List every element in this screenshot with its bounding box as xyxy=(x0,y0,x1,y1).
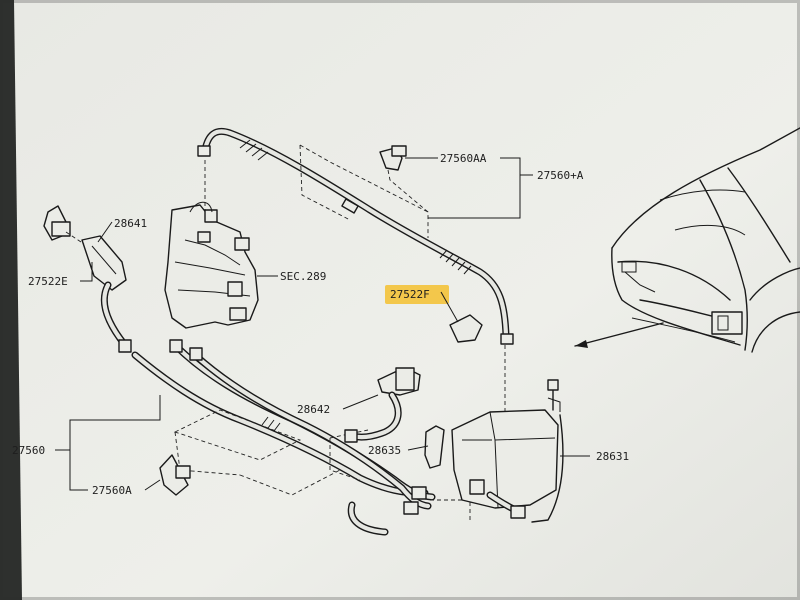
lower-washer-hoses xyxy=(131,339,436,536)
label-27560: 27560 xyxy=(12,444,45,457)
label-28635: 28635 xyxy=(368,444,401,457)
label-28631: 28631 xyxy=(596,450,629,463)
label-27522F: 27522F xyxy=(390,288,430,301)
car-illustration xyxy=(574,127,800,353)
label-27522E: 27522E xyxy=(28,275,68,288)
tank-28631 xyxy=(451,379,564,523)
label-27560A-plus: 27560+A xyxy=(537,169,584,182)
label-27560A: 27560A xyxy=(92,484,132,497)
nozzle-28641 xyxy=(43,205,132,353)
clip-27560A xyxy=(159,454,191,496)
label-28641: 28641 xyxy=(114,217,147,230)
upper-washer-hose xyxy=(197,127,514,345)
label-27560AA: 27560AA xyxy=(440,152,487,165)
label-28642: 28642 xyxy=(297,403,330,416)
guide-lines-upper xyxy=(204,144,506,415)
pump-28642 xyxy=(344,367,421,443)
bracket-28635 xyxy=(424,425,445,469)
label-sec289: SEC.289 xyxy=(280,270,326,283)
leader-lines xyxy=(55,157,590,491)
highlight-27522F xyxy=(385,285,449,304)
washer-reservoir xyxy=(164,201,259,329)
clip-27560AA xyxy=(379,145,429,238)
